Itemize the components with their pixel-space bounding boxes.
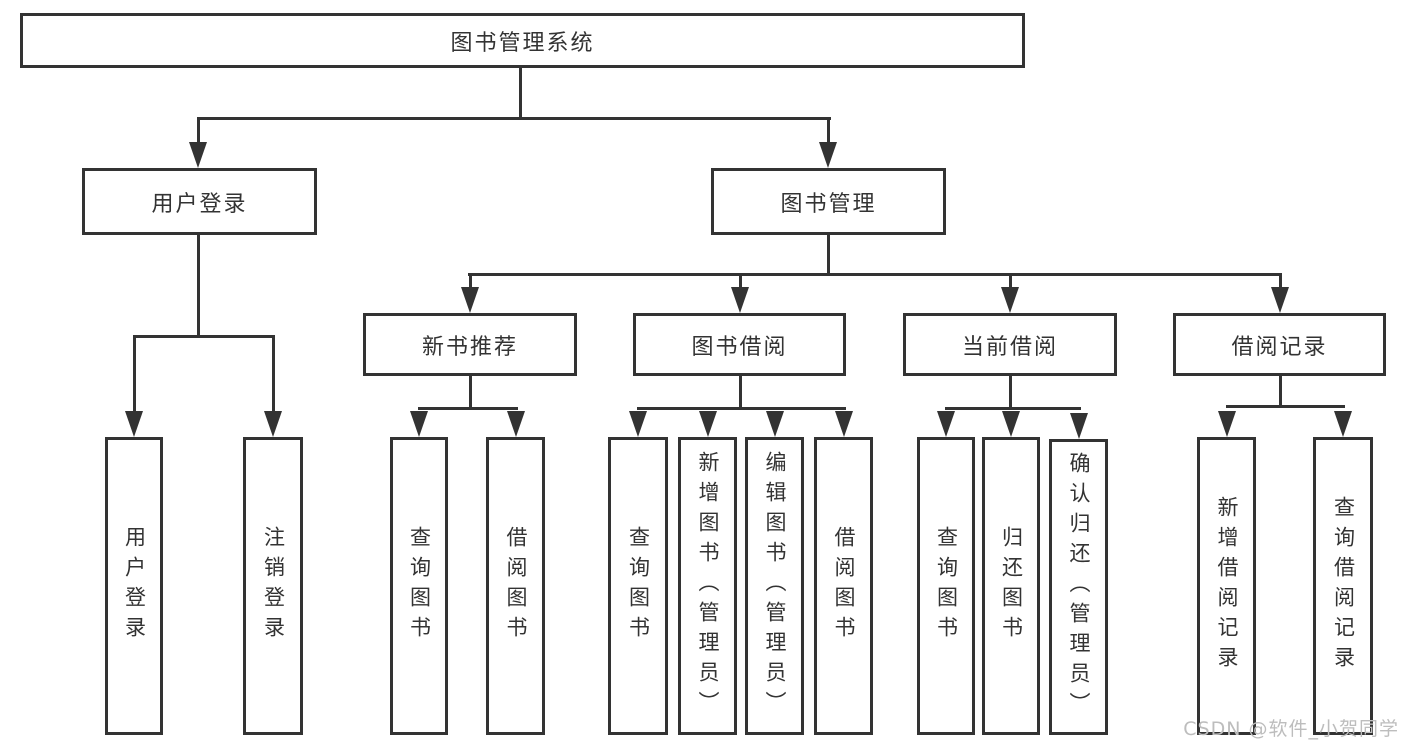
node-current-borrowing: 当前借阅 — [903, 313, 1117, 376]
leaf-query-books-recommend: 查询图书 — [390, 437, 448, 735]
node-label: 借阅图书 — [832, 526, 856, 646]
arrowhead-icon — [629, 411, 647, 437]
connector-line — [272, 335, 275, 415]
leaf-user-login: 用户登录 — [105, 437, 163, 735]
arrowhead-icon — [1334, 411, 1352, 437]
arrowhead-icon — [1218, 411, 1236, 437]
node-label: 归还图书 — [999, 526, 1024, 646]
leaf-borrow-books-recommend: 借阅图书 — [486, 437, 545, 735]
node-label: 用户登录 — [122, 526, 147, 646]
arrowhead-icon — [507, 411, 525, 437]
connector-line — [1009, 376, 1012, 410]
csdn-watermark: CSDN @软件_小贺同学 — [1183, 718, 1399, 740]
leaf-query-books-borrowing: 查询图书 — [608, 437, 668, 735]
arrowhead-icon — [264, 411, 282, 437]
arrowhead-icon — [937, 411, 955, 437]
leaf-add-book-admin: 新增图书（管理员） — [678, 437, 737, 735]
node-label: 图书管理系统 — [450, 30, 595, 56]
leaf-confirm-return-admin: 确认归还（管理员） — [1049, 439, 1108, 735]
connector-line — [519, 68, 522, 120]
connector-line — [468, 273, 1282, 276]
node-label: 查询图书 — [407, 526, 432, 646]
arrowhead-icon — [1271, 287, 1289, 313]
arrowhead-icon — [189, 142, 207, 168]
node-label: 借阅图书 — [504, 526, 528, 646]
connector-line — [945, 407, 1081, 410]
leaf-add-borrow-record: 新增借阅记录 — [1197, 437, 1256, 735]
node-book-management: 图书管理 — [711, 168, 946, 235]
connector-line — [133, 335, 275, 338]
connector-line — [133, 335, 136, 415]
node-label: 用户登录 — [151, 191, 248, 217]
connector-line — [739, 376, 742, 410]
node-label: 新增借阅记录 — [1215, 496, 1239, 676]
arrowhead-icon — [766, 411, 784, 437]
leaf-query-borrow-record: 查询借阅记录 — [1313, 437, 1373, 735]
connector-line — [827, 235, 830, 275]
node-user-login: 用户登录 — [82, 168, 317, 235]
arrowhead-icon — [819, 142, 837, 168]
node-label: 借阅记录 — [1231, 334, 1328, 360]
connector-line — [418, 407, 518, 410]
node-label: 图书借阅 — [691, 334, 788, 360]
node-label: 查询图书 — [626, 526, 651, 646]
arrowhead-icon — [125, 411, 143, 437]
arrowhead-icon — [731, 287, 749, 313]
node-label: 图书管理 — [780, 191, 877, 217]
node-label: 查询借阅记录 — [1331, 496, 1356, 676]
node-label: 确认归还（管理员） — [1067, 452, 1091, 722]
connector-line — [739, 273, 742, 293]
node-label: 注销登录 — [261, 526, 286, 646]
node-book-borrowing: 图书借阅 — [633, 313, 846, 376]
connector-line — [197, 117, 831, 120]
node-label: 查询图书 — [934, 526, 959, 646]
node-borrowing-records: 借阅记录 — [1173, 313, 1386, 376]
connector-line — [1279, 273, 1282, 293]
arrowhead-icon — [1070, 413, 1088, 439]
node-label: 当前借阅 — [961, 334, 1058, 360]
connector-line — [827, 117, 830, 147]
arrowhead-icon — [699, 411, 717, 437]
connector-line — [469, 376, 472, 410]
leaf-query-books-current: 查询图书 — [917, 437, 975, 735]
connector-line — [469, 273, 472, 293]
arrowhead-icon — [1001, 287, 1019, 313]
leaf-return-book: 归还图书 — [982, 437, 1040, 735]
connector-line — [637, 407, 846, 410]
connector-line — [197, 117, 200, 147]
arrowhead-icon — [1002, 411, 1020, 437]
arrowhead-icon — [835, 411, 853, 437]
connector-line — [1226, 405, 1345, 408]
arrowhead-icon — [461, 287, 479, 313]
leaf-borrow-books-borrowing: 借阅图书 — [814, 437, 873, 735]
node-label: 新增图书（管理员） — [696, 451, 720, 721]
node-label: 编辑图书（管理员） — [763, 451, 787, 721]
node-library-management-system: 图书管理系统 — [20, 13, 1025, 68]
node-label: 新书推荐 — [421, 334, 518, 360]
connector-line — [1009, 273, 1012, 293]
arrowhead-icon — [410, 411, 428, 437]
connector-line — [197, 235, 200, 337]
leaf-logout: 注销登录 — [243, 437, 303, 735]
node-new-book-recommendation: 新书推荐 — [363, 313, 577, 376]
connector-line — [1279, 376, 1282, 408]
leaf-edit-book-admin: 编辑图书（管理员） — [745, 437, 804, 735]
